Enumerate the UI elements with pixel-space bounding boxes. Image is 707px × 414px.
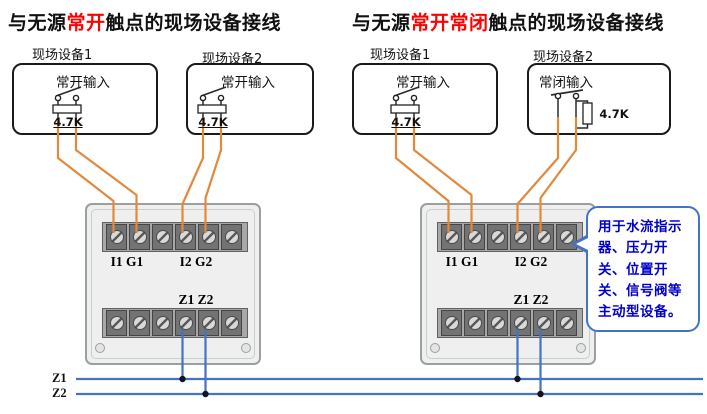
screw-terminal xyxy=(129,310,150,336)
screw-terminal xyxy=(487,310,508,336)
mount-hole xyxy=(95,343,105,353)
resistor-value: 4.7K xyxy=(391,115,421,129)
screw-terminal xyxy=(106,310,127,336)
screw-terminal xyxy=(556,310,577,336)
device-title: 现场设备1 xyxy=(370,48,431,63)
mount-hole xyxy=(576,343,586,353)
title-highlight: 常开 xyxy=(66,12,106,34)
screw-terminal xyxy=(175,310,196,336)
screw-terminal xyxy=(152,224,173,250)
mount-hole xyxy=(430,343,440,353)
screw-terminal xyxy=(464,224,485,250)
resistor-value: 4.7K xyxy=(599,107,629,121)
screw-terminal xyxy=(129,224,150,250)
screw-terminal xyxy=(198,310,219,336)
terminal-label-i1g1: I1 G1 xyxy=(110,254,144,269)
device-title: 现场设备1 xyxy=(32,48,93,63)
mount-hole xyxy=(241,343,251,353)
terminal-label-i1g1: I1 G1 xyxy=(445,254,479,269)
screw-terminal xyxy=(510,310,531,336)
screw-terminal xyxy=(221,310,242,336)
callout-note: 用于水流指示器、压力开关、位置开关、信号阀等主动型设备。 xyxy=(571,206,700,333)
screw-terminal xyxy=(533,224,554,250)
junction-dots xyxy=(179,375,544,398)
title-prefix: 与无源 xyxy=(8,12,67,34)
screw-terminal xyxy=(106,224,127,250)
title-suffix: 触点的现场设备接线 xyxy=(488,12,665,34)
screw-terminal xyxy=(441,310,462,336)
input-module-right: I1 G1 I2 G2 Z1 Z2 xyxy=(420,203,596,365)
screw-terminal xyxy=(464,310,485,336)
terminal-label-i2g2: I2 G2 xyxy=(179,254,213,269)
terminal-label-z1z2: Z1 Z2 xyxy=(178,292,214,307)
screw-terminal xyxy=(175,224,196,250)
bus-label-z1: Z1 xyxy=(52,371,67,385)
terminal-label-z1z2: Z1 Z2 xyxy=(513,292,549,307)
terminal-strip-output xyxy=(437,308,583,338)
terminal-label-i2g2: I2 G2 xyxy=(514,254,548,269)
module-panel xyxy=(91,209,255,359)
resistor-value: 4.7K xyxy=(53,115,83,129)
device-title: 现场设备2 xyxy=(202,52,263,67)
screw-terminal xyxy=(487,224,508,250)
title-prefix: 与无源 xyxy=(352,12,411,34)
device-input-type: 常开输入 xyxy=(221,75,275,91)
screw-terminal xyxy=(441,224,462,250)
terminal-strip-input xyxy=(437,222,583,252)
diagram-title-left: 与无源常开触点的现场设备接线 xyxy=(8,8,281,35)
terminal-strip-output xyxy=(102,308,248,338)
resistor-value: 4.7K xyxy=(198,115,228,129)
screw-terminal xyxy=(510,224,531,250)
screw-terminal xyxy=(221,224,242,250)
screw-terminal xyxy=(533,310,554,336)
diagram-title-right: 与无源常开常闭触点的现场设备接线 xyxy=(352,8,664,35)
device-input-type: 常开输入 xyxy=(396,75,450,91)
input-module-left: I1 G1 I2 G2 Z1 Z2 xyxy=(85,203,261,365)
terminal-strip-input xyxy=(102,222,248,252)
screw-terminal xyxy=(198,224,219,250)
callout-text: 用于水流指示器、压力开关、位置开关、信号阀等主动型设备。 xyxy=(598,219,682,320)
device-input-type: 常开输入 xyxy=(56,75,110,91)
title-suffix: 触点的现场设备接线 xyxy=(105,12,282,34)
screw-terminal xyxy=(152,310,173,336)
device-input-type: 常闭输入 xyxy=(539,75,593,91)
bus-label-z2: Z2 xyxy=(52,386,67,400)
device-title: 现场设备2 xyxy=(533,50,594,65)
title-highlight: 常开常闭 xyxy=(410,12,489,34)
